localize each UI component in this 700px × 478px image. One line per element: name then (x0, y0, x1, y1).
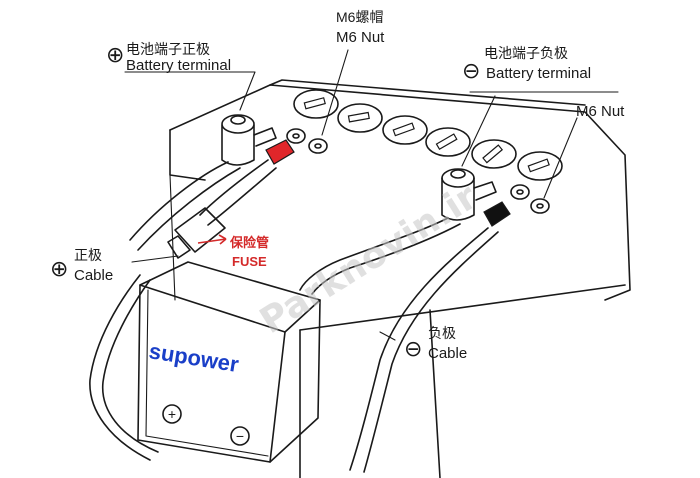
controller-plus-terminal: + (162, 404, 182, 424)
controller-box (137, 261, 321, 463)
vent-cap (471, 139, 517, 169)
leader-lines (124, 49, 619, 341)
fuse-holder (167, 207, 226, 259)
positive-cable-label: ⊕ 正极 Cable (50, 247, 113, 284)
watermark: Parknovin.ir (253, 176, 484, 342)
negative-terminal (441, 168, 550, 227)
positive-terminal-label: ⊕ 电池端子正极 Battery terminal (106, 41, 231, 74)
m6-nut-negative (530, 198, 550, 214)
negative-cable-label: ⊖ 负极 Cable (404, 325, 467, 362)
vent-cap (337, 103, 383, 133)
vent-caps (293, 89, 563, 181)
positive-cable-symbol: ⊕ (50, 256, 68, 281)
fuse-annotation: 保险管 FUSE (197, 234, 269, 269)
positive-terminal-en: Battery terminal (126, 57, 231, 74)
vent-cap (293, 89, 339, 119)
negative-terminal-black-lug (483, 201, 511, 227)
svg-text:−: − (236, 428, 244, 444)
battery-body (169, 79, 631, 478)
negative-terminal-cn: 电池端子负极 (484, 45, 568, 61)
positive-cable-cn: 正极 (74, 247, 102, 263)
fuse-label-en: FUSE (232, 254, 267, 269)
brand-label: supower (147, 338, 241, 377)
positive-cable-en: Cable (74, 267, 113, 284)
controller-minus-terminal: − (230, 426, 250, 446)
m6-nut-positive (308, 138, 328, 154)
positive-symbol: ⊕ (106, 42, 124, 67)
negative-cable-cn: 负极 (428, 325, 456, 341)
m6-nut-cn: M6螺帽 (336, 9, 383, 25)
fuse-label-cn: 保险管 (229, 235, 269, 251)
negative-terminal-en: Battery terminal (486, 65, 591, 82)
positive-terminal-cn: 电池端子正极 (126, 41, 210, 57)
m6-nut-right-label: M6 Nut (576, 103, 625, 120)
negative-symbol: ⊖ (462, 58, 480, 83)
m6-nut-label: M6螺帽 M6 Nut (336, 9, 385, 46)
cables (89, 159, 499, 473)
negative-terminal-label: ⊖ 电池端子负极 Battery terminal (462, 45, 591, 83)
negative-cable-en: Cable (428, 345, 467, 362)
vent-cap (425, 127, 471, 157)
positive-terminal (221, 114, 328, 166)
vent-cap (517, 151, 563, 181)
vent-cap (382, 115, 428, 145)
positive-terminal-red-lug (265, 139, 295, 165)
svg-text:+: + (168, 406, 176, 422)
negative-cable-symbol: ⊖ (404, 336, 422, 361)
m6-nut-en: M6 Nut (336, 29, 385, 46)
